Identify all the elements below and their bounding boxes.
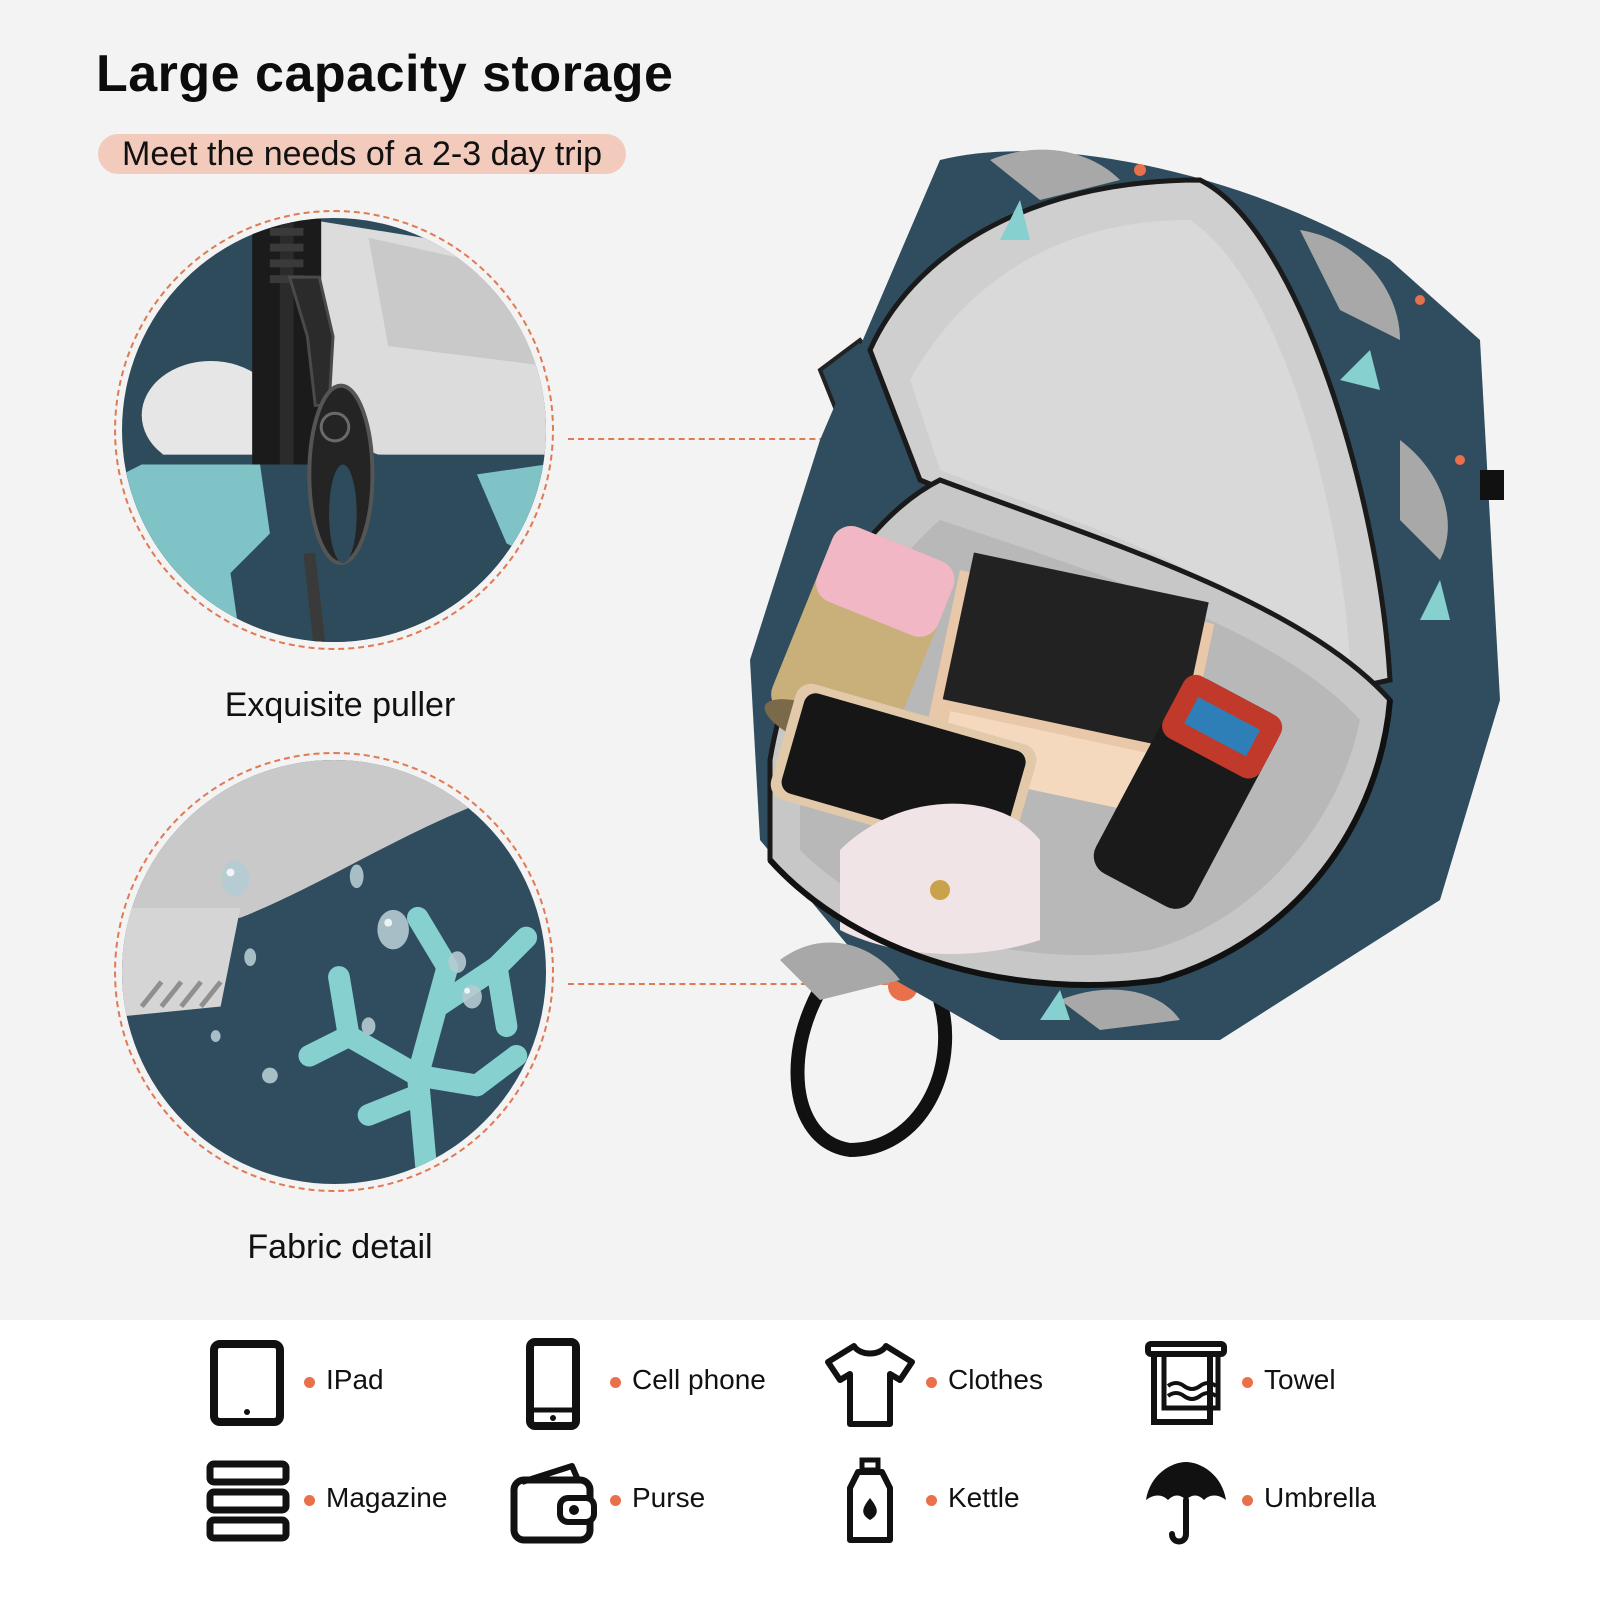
umbrella-icon [1140,1456,1232,1548]
fabric-detail-image [122,760,546,1184]
zipper-detail-circle [114,210,554,650]
item-label: Kettle [948,1482,1020,1513]
zipper-detail-label: Exquisite puller [224,686,456,724]
item-label: Purse [632,1482,706,1513]
fabric-detail-label: Fabric detail [247,1228,433,1266]
item-label: Towel [1264,1364,1336,1395]
feature-panel: Large capacity storage Meet the needs of… [96,45,1540,1266]
fabric-leader-line [568,983,898,985]
books-icon [202,1456,294,1548]
item-bullet [304,1495,315,1506]
bottle-icon [824,1456,916,1548]
item-label: Clothes [948,1364,1043,1395]
item-label: Cell phone [632,1364,766,1395]
zipper-leader-line [568,438,916,440]
page-title: Large capacity storage [96,45,674,103]
wallet-icon [508,1456,600,1548]
phone-icon [508,1338,600,1430]
towel-icon [1140,1338,1232,1430]
backpack-image [740,140,1540,1180]
item-label: Umbrella [1264,1482,1377,1513]
tablet-icon [202,1338,294,1430]
fabric-detail-circle [114,752,554,1192]
item-bullet [1242,1495,1253,1506]
tshirt-icon [824,1338,916,1430]
subtitle-pill: Meet the needs of a 2-3 day trip [98,134,627,174]
item-label: IPad [326,1364,384,1395]
item-bullet [610,1377,621,1388]
item-bullet [926,1377,937,1388]
item-bullet [1242,1377,1253,1388]
item-bullet [610,1495,621,1506]
item-bullet [926,1495,937,1506]
capacity-items-panel: IPad Cell phone Clothes Towel Magazine [0,1320,1600,1600]
item-bullet [304,1377,315,1388]
zipper-puller-image [122,218,546,642]
item-label: Magazine [326,1482,448,1513]
